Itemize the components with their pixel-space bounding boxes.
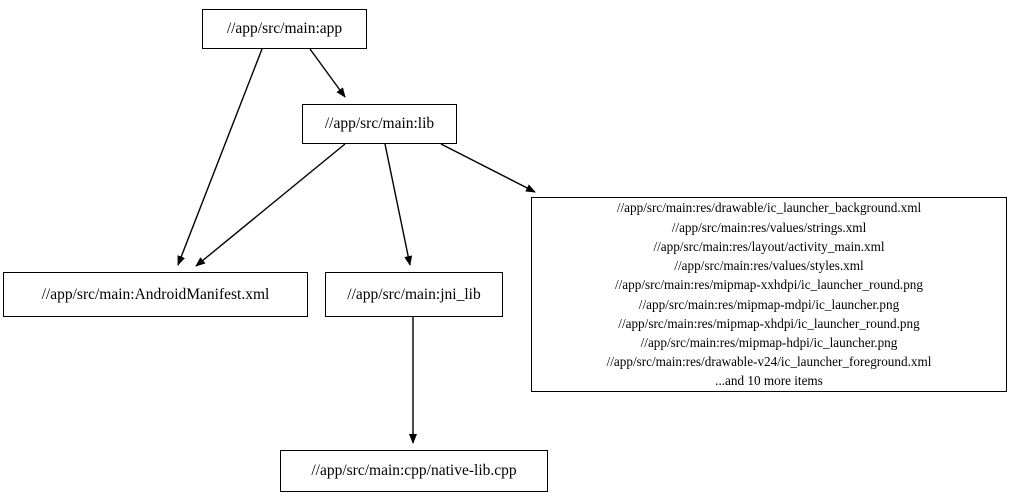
edge-app-to-lib: [309, 48, 346, 98]
edge-lib-to-jni-lib: [384, 143, 413, 266]
graph-node-jni-lib[interactable]: //app/src/main:jni_lib: [325, 272, 503, 317]
edge-lib-to-res: [440, 143, 536, 193]
graph-node-native-lib-cpp-label: //app/src/main:cpp/native-lib.cpp: [311, 462, 517, 480]
graph-node-res-resources[interactable]: //app/src/main:res/drawable/ic_launcher_…: [531, 197, 1007, 392]
graph-node-android-manifest-label: //app/src/main:AndroidManifest.xml: [41, 285, 270, 303]
graph-node-native-lib-cpp[interactable]: //app/src/main:cpp/native-lib.cpp: [280, 450, 548, 492]
edge-app-to-manifest: [177, 48, 263, 266]
graph-node-lib-label: //app/src/main:lib: [324, 115, 435, 133]
graph-node-android-manifest[interactable]: //app/src/main:AndroidManifest.xml: [3, 272, 308, 317]
graph-node-app[interactable]: //app/src/main:app: [202, 9, 367, 49]
graph-node-lib[interactable]: //app/src/main:lib: [302, 104, 457, 144]
graph-node-jni-lib-label: //app/src/main:jni_lib: [347, 285, 481, 303]
graph-node-app-label: //app/src/main:app: [226, 20, 343, 38]
edge-lib-to-manifest: [195, 143, 346, 267]
graph-node-res-resources-label: //app/src/main:res/drawable/ic_launcher_…: [606, 200, 932, 389]
